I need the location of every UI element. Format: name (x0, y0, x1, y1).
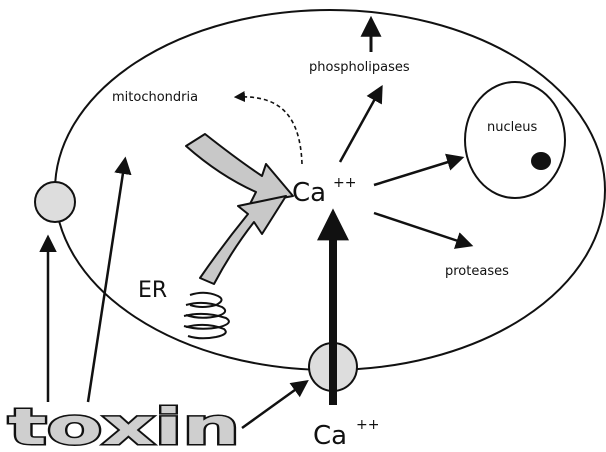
gray-arrow-from-er (200, 196, 286, 284)
label-toxin: toxin (8, 398, 240, 452)
arrow-to-phospholipases (340, 88, 381, 162)
nucleus-outline (465, 82, 565, 198)
arrow-toxin-to-bottom-channel (242, 382, 306, 428)
label-nucleus: nucleus (487, 120, 537, 135)
membrane-channel-left (35, 182, 75, 222)
label-ca-outside: Ca (313, 421, 347, 451)
dashed-arrow-to-mitochondria (236, 97, 302, 164)
label-mitochondria: mitochondria (112, 90, 198, 105)
er-membrane-squiggle (184, 293, 229, 339)
gray-arrow-to-ca-upper (186, 134, 293, 204)
label-ca-inside: Ca (292, 178, 326, 208)
label-proteases: proteases (445, 264, 509, 279)
arrow-to-nucleus (374, 158, 461, 185)
arrow-to-proteases (374, 213, 470, 245)
label-ca-outside-superscript: ++ (356, 417, 379, 433)
nucleolus-dot (531, 152, 551, 170)
label-ca-inside-superscript: ++ (333, 175, 356, 191)
label-er: ER (138, 278, 167, 303)
label-phospholipases: phospholipases (309, 60, 410, 75)
